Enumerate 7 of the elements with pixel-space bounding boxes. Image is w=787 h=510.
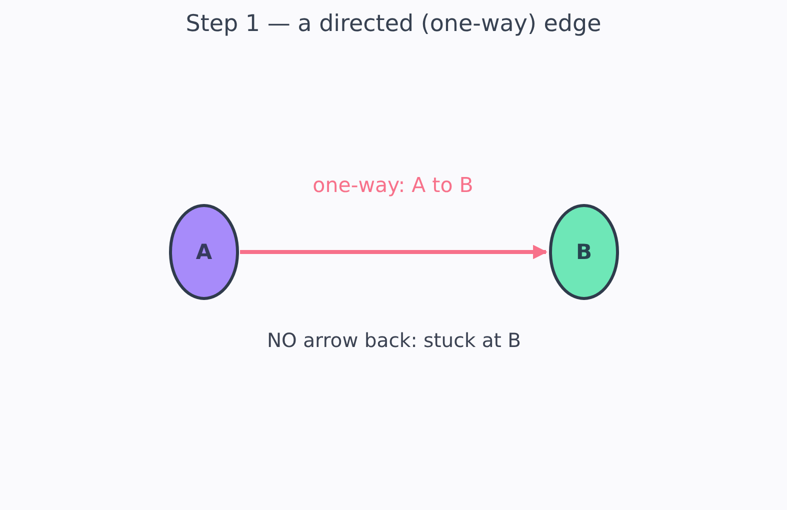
node-label: B bbox=[576, 242, 592, 262]
node-label: A bbox=[196, 242, 212, 262]
ellipse-node bbox=[169, 204, 239, 300]
arrow bbox=[240, 244, 548, 260]
ellipse-node bbox=[549, 204, 619, 300]
diagram-title: Step 1 — a directed (one-way) edge bbox=[186, 10, 602, 39]
note-text: NO arrow back: stuck at B bbox=[266, 328, 522, 354]
